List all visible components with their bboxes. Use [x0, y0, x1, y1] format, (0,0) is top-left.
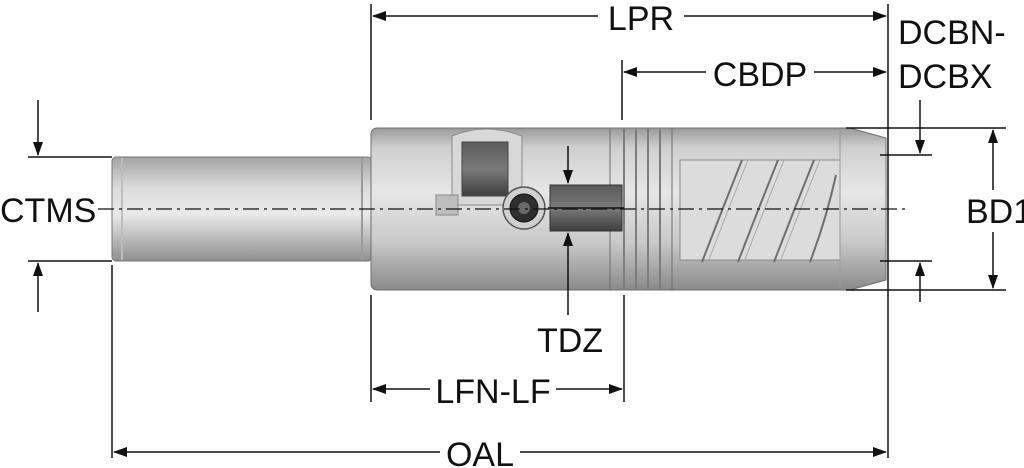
dimensions — [28, 4, 1006, 458]
label-tdz: TDZ — [537, 322, 603, 360]
label-lfn-lf: LFN-LF — [435, 373, 550, 411]
recess-cavity — [461, 141, 509, 197]
label-dcbx: DCBX — [898, 58, 992, 96]
label-bd1: BD1 — [966, 193, 1024, 231]
label-dcbn: DCBN- — [898, 14, 1006, 52]
label-oal: OAL — [446, 436, 514, 468]
label-lpr: LPR — [608, 0, 674, 38]
label-ctms: CTMS — [0, 192, 96, 230]
label-cbdp: CBDP — [713, 56, 807, 94]
